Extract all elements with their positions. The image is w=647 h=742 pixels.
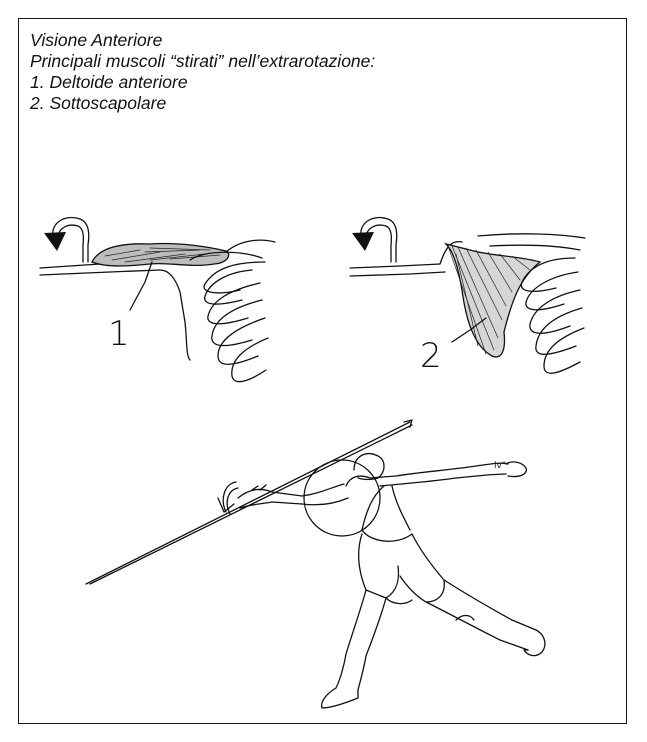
right-shoulder-diagram: 2	[350, 218, 585, 376]
shoulder-highlight-circle	[304, 460, 380, 536]
left-shoulder-diagram: 1	[40, 218, 275, 382]
javelin-thrower-figure: lv"	[86, 420, 545, 708]
rotation-arrow-icon	[352, 218, 397, 262]
hand-mark-text: lv"	[494, 461, 506, 471]
label-deltoid-number: 1	[108, 314, 130, 354]
label-subscapularis-number: 2	[420, 336, 442, 376]
rotation-arrow-icon	[44, 218, 89, 262]
